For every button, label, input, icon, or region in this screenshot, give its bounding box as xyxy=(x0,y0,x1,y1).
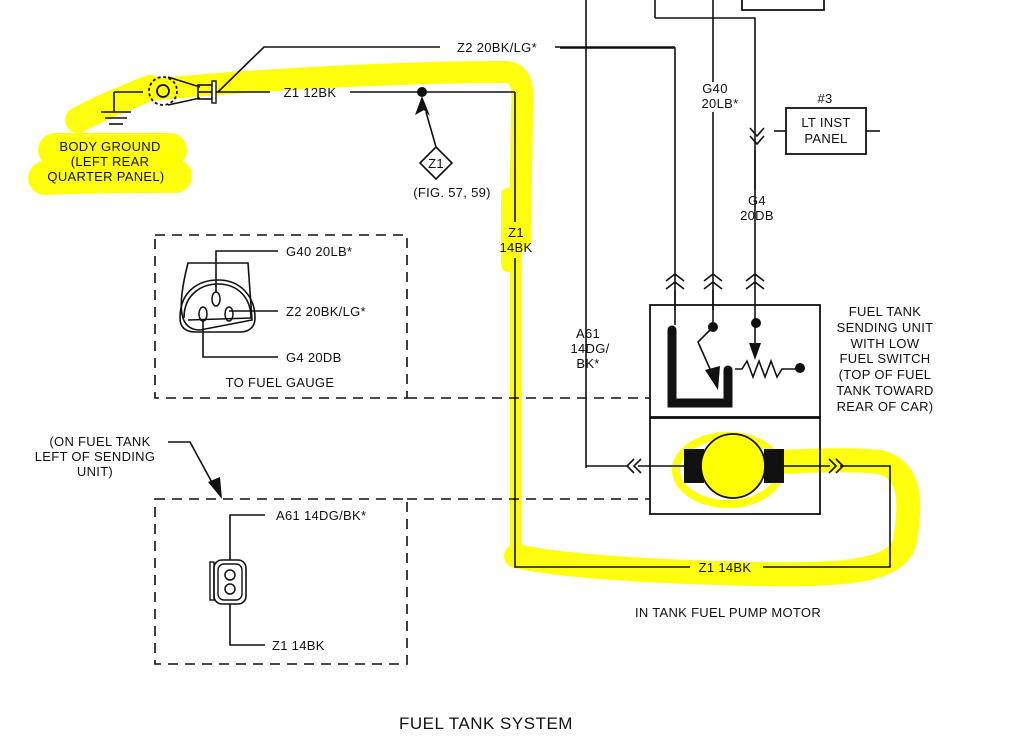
wire-label-a61-2: 14DG/ xyxy=(570,341,609,356)
wire-label-a61-1: A61 xyxy=(576,326,600,341)
sending-unit-connector-icons xyxy=(665,272,765,290)
fuel-gauge-connector-icon xyxy=(179,262,256,333)
sending-unit-label-3: WITH LOW xyxy=(851,336,920,351)
pump-connector-note-3: UNIT) xyxy=(77,464,113,479)
wire-label-g4-1: G4 xyxy=(748,193,766,208)
splice-diamond xyxy=(418,145,454,181)
gauge-pin-label-z2: Z2 20BK/LG* xyxy=(286,304,366,319)
lt-inst-panel-number: #3 xyxy=(817,91,832,106)
diagram-title: FUEL TANK SYSTEM xyxy=(399,714,573,733)
highlight-ground-label xyxy=(43,151,179,171)
wire-label-z1-vertical-1: Z1 xyxy=(508,225,524,240)
fuel-gauge-caption: TO FUEL GAUGE xyxy=(226,375,335,390)
wire-label-a61-3: BK* xyxy=(576,356,599,371)
pump-motor-caption: IN TANK FUEL PUMP MOTOR xyxy=(635,605,821,620)
body-ground-label-1: BODY GROUND xyxy=(59,139,160,154)
resistor-icon xyxy=(735,358,797,380)
splice-id: Z1 xyxy=(428,156,444,171)
splice-arrow-icon xyxy=(415,96,430,116)
highlight-z1-top xyxy=(139,61,534,251)
sending-unit-label-4: FUEL SWITCH xyxy=(840,351,931,366)
body-ground-symbol xyxy=(101,76,217,125)
switch-arrow-icon xyxy=(705,366,720,390)
wire-label-g40-2: 20LB* xyxy=(702,96,739,111)
sending-unit-contact-icon xyxy=(667,325,733,408)
pump-connector-note-1: (ON FUEL TANK xyxy=(49,434,150,449)
sending-unit-label-5: (TOP OF FUEL xyxy=(839,367,932,382)
wire-z1-14bk-bottom xyxy=(763,465,891,568)
highlight-marks xyxy=(28,61,921,587)
wire-label-z2-top: Z2 20BK/LG* xyxy=(457,40,537,55)
connector-chevron-icon xyxy=(749,127,765,146)
sending-unit-label-2: SENDING UNIT xyxy=(837,320,934,335)
wire-label-z1-vertical-2: 14BK xyxy=(499,240,532,255)
star-washer-icon xyxy=(148,76,178,106)
sending-unit-label-6: TANK TOWARD xyxy=(836,383,933,398)
wire-label-g40-1: G40 xyxy=(702,81,727,96)
gauge-pin-label-g4: G4 20DB xyxy=(286,350,342,365)
sending-unit-box xyxy=(649,304,821,418)
pump-connector-icon xyxy=(209,559,247,605)
pump-pin-label-z1: Z1 14BK xyxy=(272,638,325,653)
sending-unit-label: FUEL TANK SENDING UNIT WITH LOW FUEL SWI… xyxy=(836,304,933,414)
wire-z1-14bk-vertical xyxy=(514,258,690,568)
wire-z2-top xyxy=(217,46,675,93)
wire-label-g4-2: 20DB xyxy=(740,208,774,223)
top-right-wiring xyxy=(560,0,825,468)
highlight-ground-text xyxy=(28,132,192,195)
fuel-gauge-connector-box xyxy=(154,234,408,399)
pointer-arrow-icon xyxy=(208,477,222,499)
sending-unit-label-7: REAR OF CAR) xyxy=(837,399,934,414)
splice-reference: (FIG. 57, 59) xyxy=(413,185,491,200)
pump-connector-note-2: LEFT OF SENDING xyxy=(35,449,156,464)
lt-inst-panel-label-1: LT INST xyxy=(801,115,850,130)
body-ground-label-3: QUARTER PANEL) xyxy=(47,169,164,184)
highlight-z1-bottom xyxy=(504,448,921,587)
lt-inst-panel-label-2: PANEL xyxy=(804,131,847,146)
sending-unit-label-1: FUEL TANK xyxy=(849,304,922,319)
wire-z1-12bk xyxy=(216,91,516,200)
connector-right-chevron-icon xyxy=(828,458,845,474)
gauge-pin-label-g40: G40 20LB* xyxy=(286,244,352,259)
lt-inst-panel-box xyxy=(785,107,867,155)
pump-connector-pointer xyxy=(168,441,216,489)
splice-dot xyxy=(417,87,427,97)
pump-pin-label-a61: A61 14DG/BK* xyxy=(276,508,366,523)
wiper-arrow-icon xyxy=(749,343,761,360)
wire-label-z1-bottom: Z1 14BK xyxy=(699,560,752,575)
pump-motor-icon xyxy=(700,433,766,499)
wire-label-z1-12bk: Z1 12BK xyxy=(284,85,337,100)
body-ground-label-2: (LEFT REAR xyxy=(71,154,150,169)
pump-connector-box xyxy=(154,498,408,665)
